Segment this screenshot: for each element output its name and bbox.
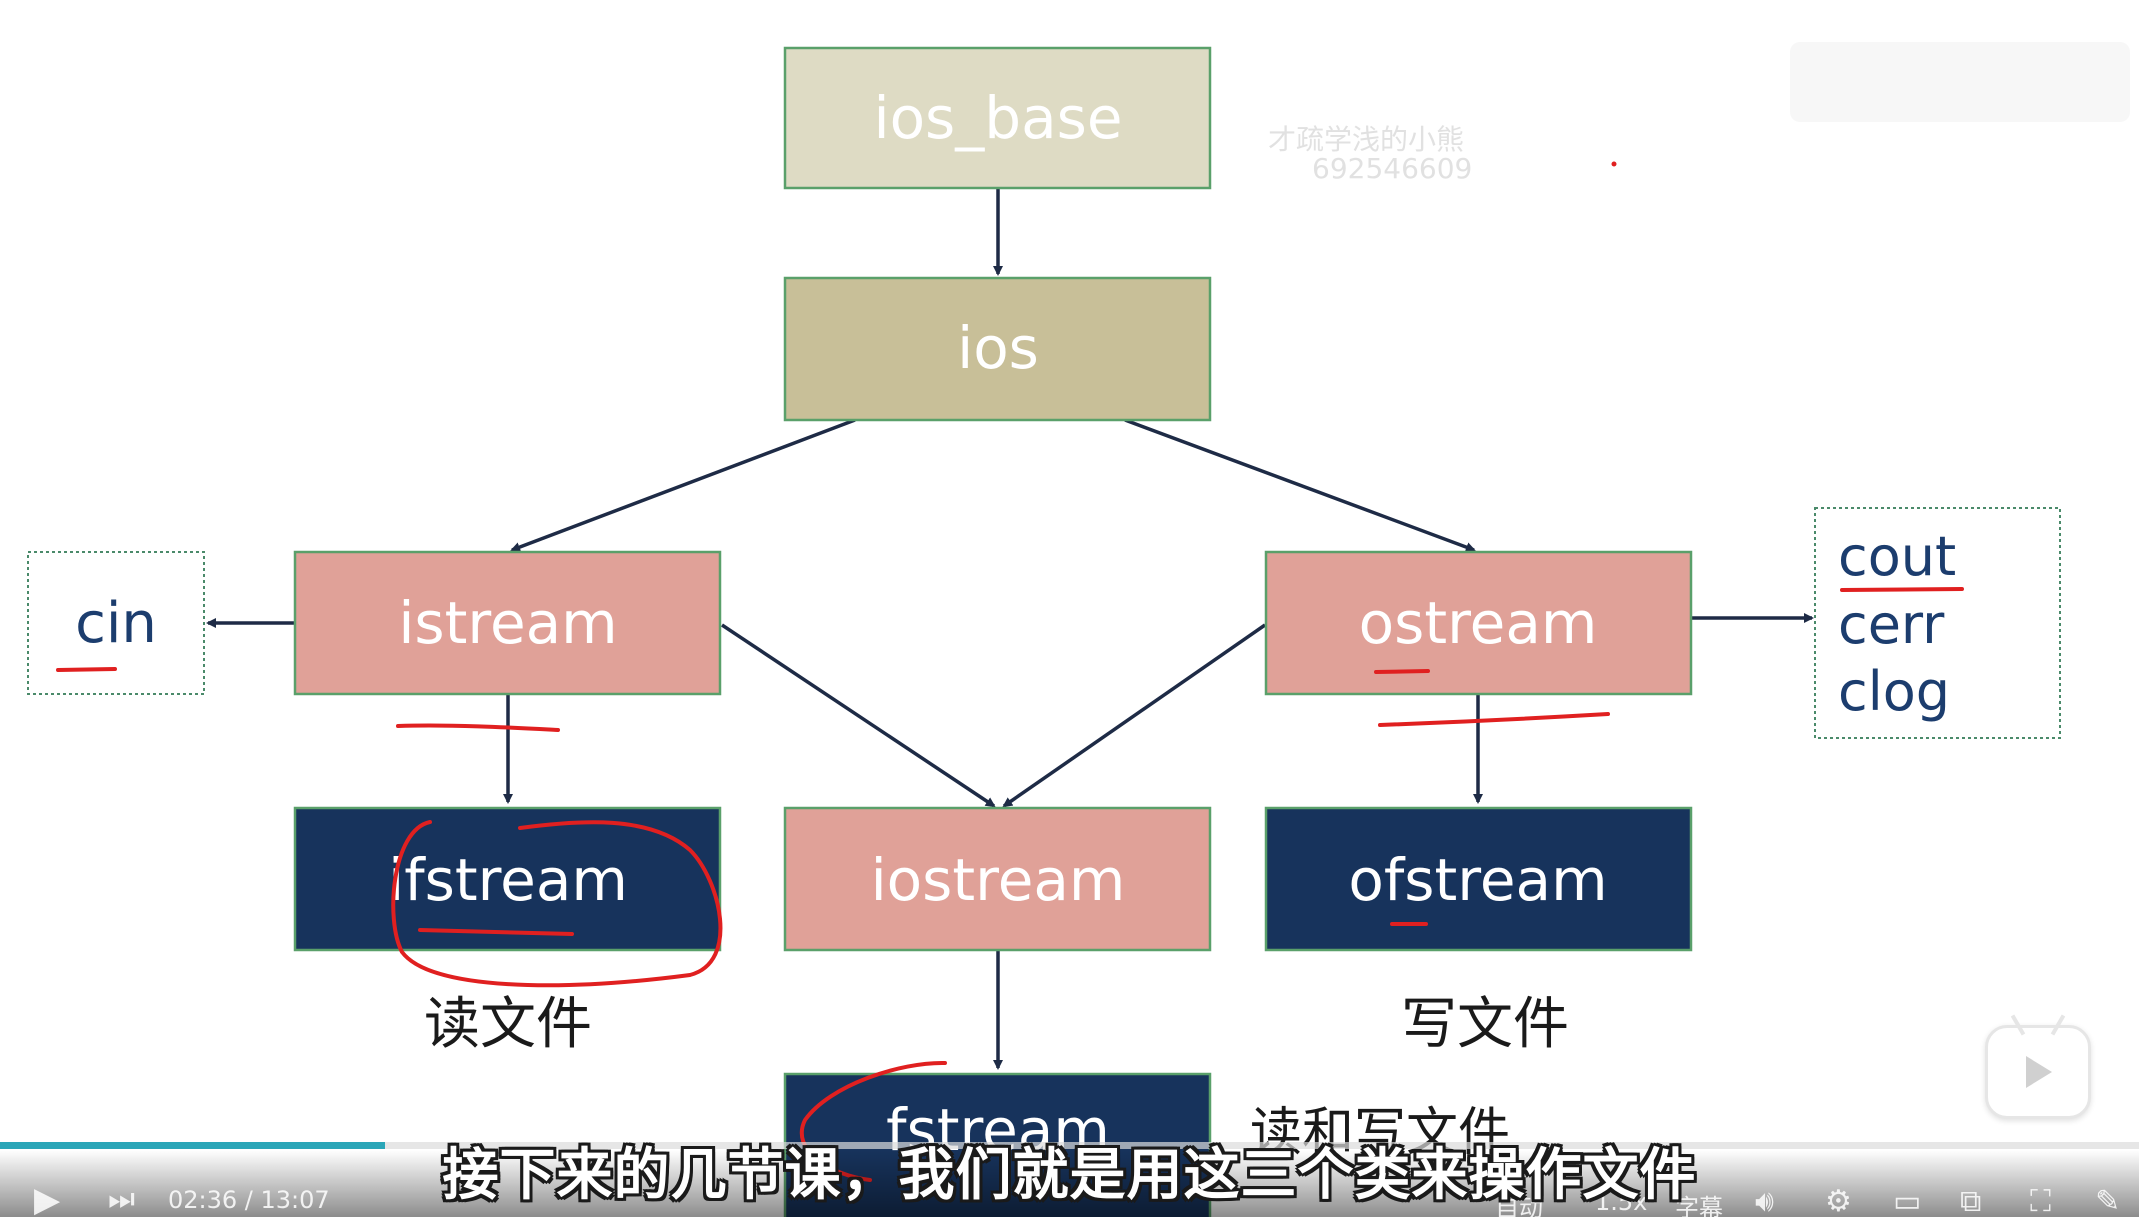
strike-ostream xyxy=(1378,712,1610,727)
std-streams-box: cout cerr clog xyxy=(1814,507,2061,739)
danmaku-icon[interactable]: ✎ xyxy=(2095,1184,2121,1219)
node-ostream-label: ostream xyxy=(1359,589,1598,657)
edge-ostream-iostream xyxy=(1002,623,1266,808)
fullscreen-icon[interactable]: ⛶ xyxy=(2030,1184,2051,1219)
next-icon[interactable]: ⏭ xyxy=(108,1182,135,1217)
circle-fstream xyxy=(799,1060,947,1182)
bilibili-logo-watermark xyxy=(1790,42,2130,122)
node-ifstream-label: ifstream xyxy=(388,846,628,914)
node-istream-label: istream xyxy=(398,589,617,657)
node-iostream: iostream xyxy=(783,806,1212,952)
circle-ifstream xyxy=(391,820,723,988)
edge-ios-ostream xyxy=(1124,418,1476,552)
speed-button[interactable]: 1.5x xyxy=(1595,1188,1648,1216)
play-icon[interactable]: ▶ xyxy=(34,1180,61,1220)
strike-istream xyxy=(396,723,560,732)
clog-label: clog xyxy=(1838,660,1950,723)
video-subtitle: 接下来的几节课，我们就是用这三个类来操作文件 xyxy=(442,1143,1697,1208)
node-ios-label: ios xyxy=(957,314,1039,382)
watermark-uid: 692546609 xyxy=(1312,152,1473,185)
underline-cout xyxy=(1840,587,1964,592)
progress-bar[interactable] xyxy=(0,1142,2139,1149)
cin-box: cin xyxy=(27,551,205,695)
widescreen-icon[interactable]: ⧉ xyxy=(1960,1184,1982,1219)
cin-label: cin xyxy=(75,591,157,656)
cout-label: cout xyxy=(1838,525,1956,588)
node-istream: istream xyxy=(293,550,722,696)
edge-ios-istream xyxy=(510,418,856,552)
annotations xyxy=(56,587,1964,1182)
annotation-dot xyxy=(1611,161,1617,167)
read-file-caption: 读文件 xyxy=(424,992,592,1057)
time-display: 02:36 / 13:07 xyxy=(168,1186,330,1214)
write-file-caption: 写文件 xyxy=(1401,992,1569,1057)
underline-ostream xyxy=(1374,669,1430,674)
underline-cin xyxy=(56,667,117,672)
settings-gear-icon[interactable]: ⚙ xyxy=(1825,1184,1852,1219)
node-ofstream-label: ofstream xyxy=(1348,846,1607,914)
watermark-author: 才疏学浅的小熊 xyxy=(1268,123,1465,156)
node-ios: ios xyxy=(783,276,1212,422)
volume-icon[interactable]: 🔊︎ xyxy=(1755,1184,1774,1219)
node-iostream-label: iostream xyxy=(871,846,1126,914)
edge-istream-iostream xyxy=(721,623,996,808)
node-ios-base: ios_base xyxy=(783,46,1212,190)
bilibili-tv-icon[interactable] xyxy=(1985,1014,2091,1119)
node-ostream: ostream xyxy=(1264,550,1693,696)
node-ios-base-label: ios_base xyxy=(873,84,1122,152)
cerr-label: cerr xyxy=(1838,593,1945,656)
pip-icon[interactable]: ▭ xyxy=(1893,1184,1922,1219)
underline-ifstream xyxy=(418,928,574,936)
node-ofstream: ofstream xyxy=(1264,806,1693,952)
player-controls xyxy=(0,1150,2139,1217)
read-write-caption: 读和写文件 xyxy=(1250,1103,1510,1163)
node-ifstream: ifstream xyxy=(293,806,722,952)
node-fstream-label: fstream xyxy=(886,1096,1110,1164)
connectors xyxy=(206,188,1814,1070)
progress-fill xyxy=(0,1142,386,1149)
